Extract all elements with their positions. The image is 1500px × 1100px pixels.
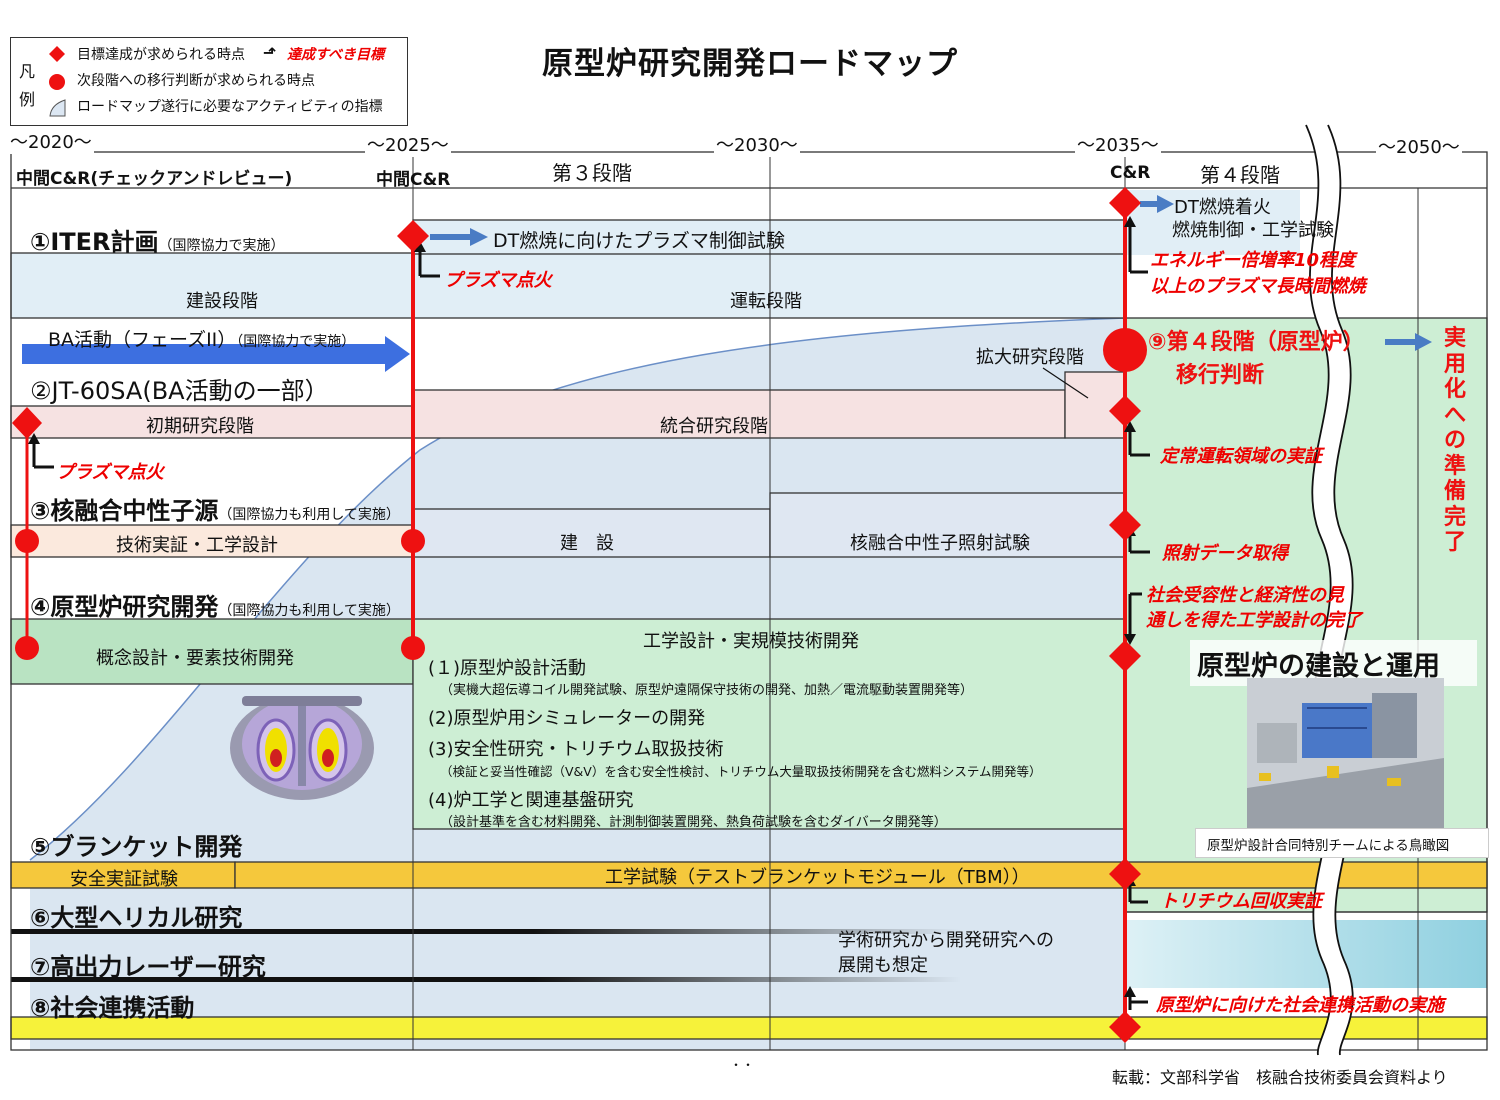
blanket-tritium: トリチウム回収実証 bbox=[1160, 891, 1322, 912]
demo-rd-concept: 概念設計・要素技術開発 bbox=[96, 648, 294, 669]
iter-plasma-control: DT燃焼に向けたプラズマ制御試験 bbox=[493, 230, 785, 252]
ba-note: （国際協力で実施） bbox=[236, 334, 356, 350]
iter-operation: 運転段階 bbox=[730, 291, 802, 312]
demo-rd-sub3: (3)安全性研究・トリチウム取扱技術 bbox=[428, 739, 724, 760]
practical-char: 準 bbox=[1443, 453, 1466, 479]
demo-rd-social1: 社会受容性と経済性の見 bbox=[1146, 585, 1344, 606]
demo-rd-title-text: ④原型炉研究開発 bbox=[30, 593, 219, 621]
demo-rd-sub1-detail: （実機大超伝導コイル開発試験、原型炉遠隔保守技術の開発、加熱／電流駆動装置開発等… bbox=[440, 683, 974, 698]
iter-dt-line1: DT燃焼着火 bbox=[1174, 197, 1271, 218]
laser-title: ⑦高出力レーザー研究 bbox=[30, 953, 266, 981]
jt60-steady: 定常運転領域の実証 bbox=[1160, 446, 1322, 467]
practical-char: 化 bbox=[1443, 377, 1466, 402]
legend-box: 凡 例 目標達成が求められる時点 ⬏ 達成すべき目標 次段階への移行判断が求めら… bbox=[10, 37, 408, 126]
neutron-title-text: ③核融合中性子源 bbox=[30, 497, 219, 525]
jt60-extended: 拡大研究段階 bbox=[976, 347, 1084, 368]
neutron-data: 照射データ取得 bbox=[1162, 543, 1288, 564]
demo-rd-title: ④原型炉研究開発（国際協力も利用して実施） bbox=[30, 587, 400, 622]
social-title: ⑧社会連携活動 bbox=[30, 994, 195, 1022]
cr-2020-header: 中間C&R(チェックアンドレビュー) bbox=[16, 169, 293, 189]
neutron-irradiation: 核融合中性子照射試験 bbox=[850, 533, 1030, 554]
year-2020: 〜2020〜 bbox=[8, 128, 94, 154]
practical-char: へ bbox=[1443, 402, 1466, 428]
ba-label: BA活動（フェーズII）（国際協力で実施） bbox=[48, 325, 355, 352]
legend-activity-text: ロードマップ遂行に必要なアクティビティの指標 bbox=[77, 99, 383, 115]
iter-construction: 建設段階 bbox=[186, 291, 258, 312]
iter-dt-line2: 燃焼制御・工学試験 bbox=[1172, 220, 1334, 241]
demo-rd-sub1: (１)原型炉設計活動 bbox=[428, 658, 587, 679]
practical-char: 完 bbox=[1443, 504, 1466, 530]
year-2050: 〜2050〜 bbox=[1376, 133, 1462, 159]
demo-plant-rendering bbox=[1247, 678, 1444, 828]
up-arrow-icon: ⬏ bbox=[263, 43, 277, 62]
jt60-integrated: 統合研究段階 bbox=[660, 416, 768, 437]
year-2035: 〜2035〜 bbox=[1075, 131, 1161, 157]
demo-rd-sub2: (2)原型炉用シミュレーターの開発 bbox=[428, 708, 706, 729]
cr-2025-header: 中間C&R bbox=[376, 170, 451, 190]
stage4-decision2: 移行判断 bbox=[1176, 363, 1265, 388]
neutron-title: ③核融合中性子源（国際協力も利用して実施） bbox=[30, 491, 400, 526]
iter-title: ①ITER計画（国際協力で実施） bbox=[30, 222, 285, 257]
diamond-icon bbox=[49, 46, 65, 62]
tokamak-illustration bbox=[230, 696, 374, 800]
source-credit: 転載：文部科学省 核融合技術委員会資料より bbox=[1112, 1068, 1448, 1087]
caption-box bbox=[1195, 828, 1489, 858]
legend-target-text: 達成すべき目標 bbox=[287, 47, 385, 63]
jt60-initial: 初期研究段階 bbox=[146, 416, 254, 437]
demo-rd-social2: 通しを得た工学設計の完了 bbox=[1146, 610, 1362, 631]
practical-char: 用 bbox=[1443, 351, 1466, 377]
blanket-safety: 安全実証試験 bbox=[70, 869, 178, 890]
legend-side-top: 凡 bbox=[19, 62, 36, 81]
ba-label-text: BA活動（フェーズII） bbox=[48, 329, 237, 351]
demo-rd-sub4-detail: （設計基準を含む材料開発、計測制御装置開発、熱負荷試験を含むダイバータ開発等） bbox=[440, 815, 947, 830]
legend-circle-text: 次段階への移行判断が求められる時点 bbox=[77, 73, 315, 89]
iter-note: （国際協力で実施） bbox=[158, 238, 285, 254]
practical-char: 備 bbox=[1443, 479, 1466, 504]
jt60-first-plasma: プラズマ点火 bbox=[56, 462, 164, 483]
helical-title: ⑥大型ヘリカル研究 bbox=[30, 904, 243, 932]
social-target: 原型炉に向けた社会連携活動の実施 bbox=[1156, 995, 1444, 1016]
demo-rd-sub3-detail: （検証と妥当性確認（V&V）を含む安全性検討、トリチウム大量取扱技術開発を含む燃… bbox=[440, 764, 1042, 779]
year-2025: 〜2025〜 bbox=[365, 131, 451, 157]
practical-char: の bbox=[1443, 428, 1466, 453]
iter-energy-line1: エネルギー倍増率10程度 bbox=[1150, 250, 1356, 271]
neutron-build: 建 設 bbox=[560, 533, 614, 554]
year-2030: 〜2030〜 bbox=[714, 131, 800, 157]
stage4-decision1: ⑨第４段階（原型炉） bbox=[1148, 330, 1365, 355]
stage3-header: 第３段階 bbox=[552, 161, 632, 185]
page-title: 原型炉研究開発ロードマップ bbox=[542, 46, 958, 82]
blanket-title: ⑤ブランケット開発 bbox=[30, 833, 243, 861]
footer-dots: ・・ bbox=[730, 1058, 755, 1072]
demo-rd-engineering: 工学設計・実規模技術開発 bbox=[643, 631, 859, 652]
legend-side-bottom: 例 bbox=[19, 90, 36, 109]
iter-title-text: ①ITER計画 bbox=[30, 228, 159, 256]
iter-energy-line2: 以上のプラズマ長時間燃焼 bbox=[1150, 276, 1366, 297]
neutron-tech: 技術実証・工学設計 bbox=[116, 535, 278, 556]
cr-2035-header: C&R bbox=[1110, 163, 1151, 183]
jt60-title: ②JT-60SA(BA活動の一部） bbox=[30, 377, 329, 405]
circle-icon bbox=[49, 74, 65, 90]
laser-note1: 学術研究から開発研究への bbox=[838, 930, 1054, 951]
practical-readiness-vertical: 実用化への準備完了 bbox=[1440, 326, 1470, 556]
demo-rd-note: （国際協力も利用して実施） bbox=[218, 603, 400, 619]
practical-char: 実 bbox=[1443, 326, 1466, 351]
demo-rd-sub4: (4)炉工学と関連基盤研究 bbox=[428, 790, 634, 811]
neutron-note: （国際協力も利用して実施） bbox=[218, 507, 400, 523]
laser-note2: 展開も想定 bbox=[838, 955, 928, 976]
legend-symbols bbox=[49, 46, 66, 117]
activity-icon bbox=[49, 99, 66, 117]
blanket-tbm: 工学試験（テストブランケットモジュール（TBM）） bbox=[605, 867, 1030, 888]
stage4-caption: 原型炉設計合同特別チームによる鳥瞰図 bbox=[1207, 838, 1450, 854]
practical-char: 了 bbox=[1443, 530, 1466, 555]
stage4-header: 第４段階 bbox=[1200, 163, 1280, 187]
legend-diamond-text: 目標達成が求められる時点 bbox=[77, 47, 245, 63]
iter-first-plasma: プラズマ点火 bbox=[444, 270, 552, 291]
stage4-construction: 原型炉の建設と運用 bbox=[1197, 651, 1440, 682]
